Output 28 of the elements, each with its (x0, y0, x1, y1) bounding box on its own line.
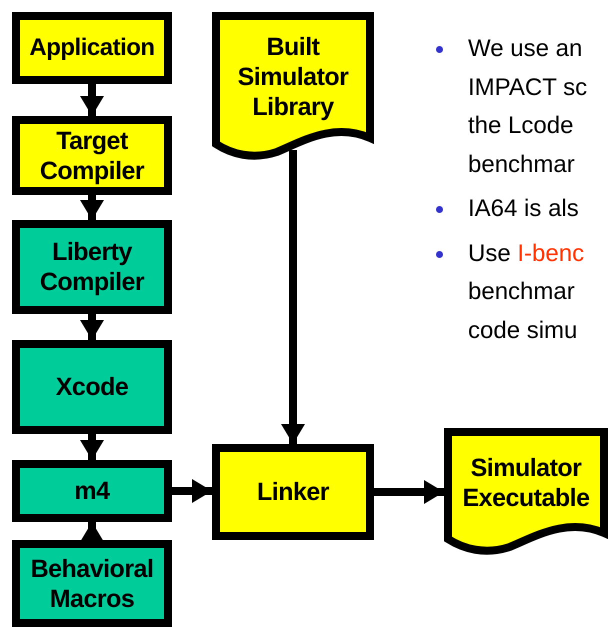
arrow (374, 480, 444, 504)
arrow (80, 195, 104, 220)
node-label: Target Compiler (38, 126, 146, 186)
process-box (12, 116, 172, 195)
process-box (12, 220, 172, 314)
node-label: Behavioral Macros (30, 554, 154, 614)
process-box (12, 460, 172, 522)
arrow (80, 522, 104, 542)
arrow (80, 314, 104, 340)
node-label: Application (29, 34, 155, 62)
bullet-text: Use I-benc benchmar code simu (468, 238, 586, 346)
node-label: Simulator Executable (461, 452, 590, 512)
node-label: Liberty Compiler (38, 237, 146, 297)
node-label: Linker (256, 477, 330, 507)
arrow (80, 434, 104, 460)
arrow (281, 150, 305, 444)
bullet-text: IA64 is als (468, 194, 580, 224)
process-box (12, 12, 172, 84)
node-label: Built Simulator Library (236, 32, 350, 122)
arrow (80, 84, 104, 116)
process-box (212, 444, 374, 540)
document-shape (444, 428, 608, 555)
node-label: Xcode (56, 372, 128, 402)
process-box (12, 340, 172, 434)
arrow (172, 479, 212, 503)
document-shape (212, 12, 374, 160)
node-label: m4 (74, 476, 110, 506)
process-box (12, 540, 172, 627)
